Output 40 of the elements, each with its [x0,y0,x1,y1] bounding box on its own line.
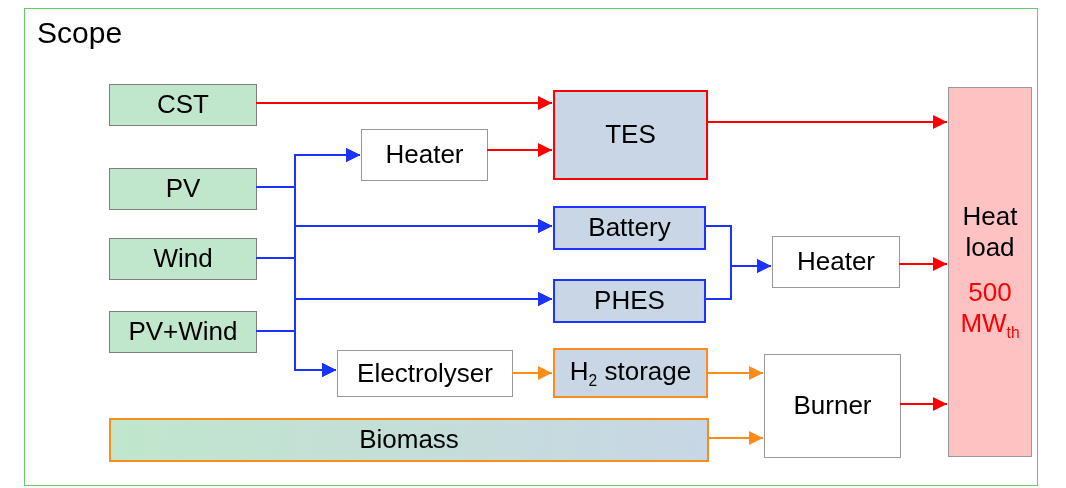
process-box [772,236,900,288]
arrow [706,115,948,129]
node-label: Wind [153,243,213,275]
arrow [704,259,772,300]
source-bar [109,418,709,462]
arrow [511,366,553,380]
arrow [707,431,764,445]
source-box [109,311,257,353]
process-box [764,354,901,458]
node-label: TES [605,119,656,151]
storage-box [553,90,708,180]
node-label: PHES [594,285,665,317]
arrow [255,96,553,110]
process-box [337,350,513,397]
node-label: Battery [588,212,671,244]
node-label: Heater [796,246,875,278]
arrow [706,366,764,380]
node-label: H$_{2}$ storage [569,355,692,391]
source-box [109,238,257,280]
node-label: Electrolyser [357,357,493,390]
arrow [899,397,948,411]
node-label: Burner [793,390,872,422]
source-box [109,84,257,126]
arrow [898,257,948,271]
source-box [109,168,257,210]
node-label: PV+Wind [128,316,238,348]
arrow [486,143,553,157]
storage-box [553,348,708,398]
storage-box [553,279,706,323]
capacity-label: 500 MW$_{th}$ [959,277,1021,344]
load-box [948,87,1032,457]
node-label: Heat load [961,200,1019,264]
node-label: PV [165,173,201,205]
node-label: Heater [385,139,464,171]
process-box [361,129,488,181]
node-label: CST [157,89,209,121]
scope-frame [24,8,1038,486]
storage-box [553,206,706,250]
node-label: Scope [37,15,123,51]
node-label: Biomass [359,424,459,456]
